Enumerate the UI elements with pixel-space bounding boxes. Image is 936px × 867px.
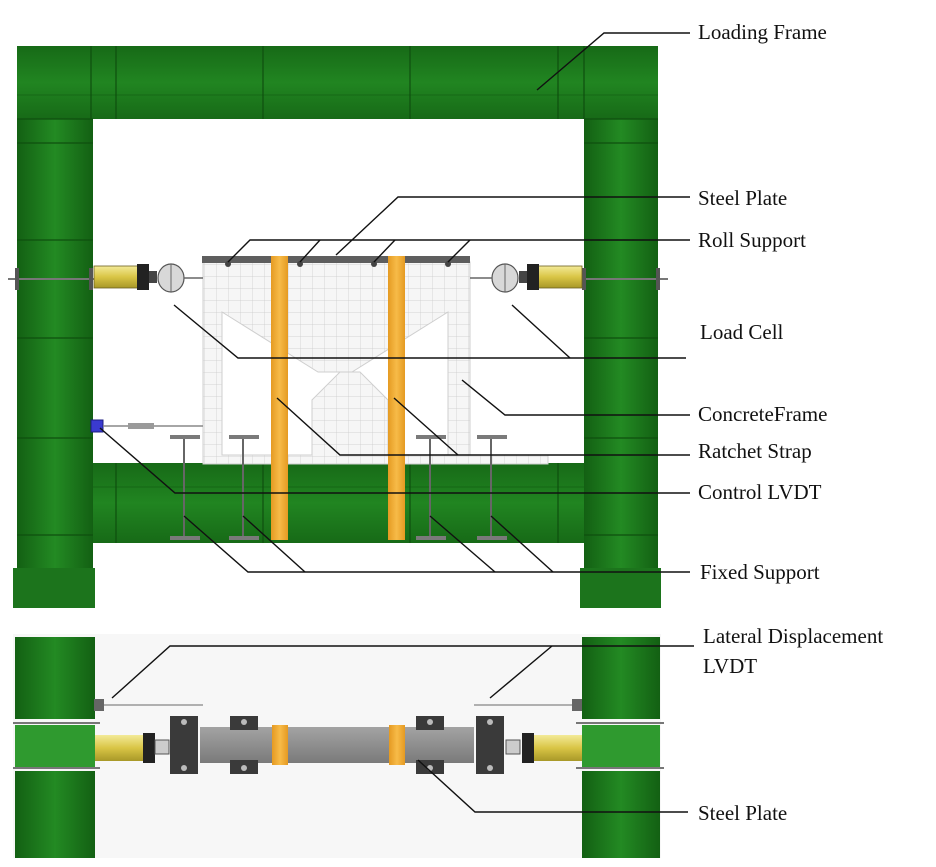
steel-plate-top: [202, 256, 470, 263]
label-steel-plate-top: Steel Plate: [698, 186, 788, 210]
lateral-lvdt-left: [94, 699, 203, 711]
plan-right-column: [576, 637, 664, 858]
load-cell-left: [157, 263, 203, 293]
label-concrete-frame: ConcreteFrame: [698, 402, 828, 426]
label-lateral-lvdt: LVDT: [703, 654, 758, 678]
plan-actuator-right: [505, 733, 582, 763]
label-fixed-support: Fixed Support: [700, 560, 820, 584]
label-lateral-displacement: Lateral Displacement: [703, 624, 884, 648]
load-cell-right: [470, 263, 519, 293]
leader-lines: [99, 32, 694, 813]
plan-left-column: [13, 637, 100, 858]
label-steel-plate-bottom: Steel Plate: [698, 801, 788, 825]
label-loading-frame: Loading Frame: [698, 20, 827, 44]
plan-steel-plate: [200, 727, 474, 763]
fixed-supports: [170, 435, 507, 540]
ratchet-strap-right: [388, 256, 405, 540]
label-load-cell: Load Cell: [700, 320, 784, 344]
plan-support-blocks: [170, 716, 504, 774]
actuator-left: [8, 264, 157, 290]
label-roll-support: Roll Support: [698, 228, 806, 252]
roll-supports: [225, 261, 451, 267]
plan-strap-right: [389, 725, 405, 765]
actuator-right: [519, 264, 668, 290]
plan-actuator-left: [95, 733, 170, 763]
control-lvdt: [90, 419, 203, 433]
lateral-lvdt-right: [474, 699, 582, 711]
ratchet-strap-left: [271, 256, 288, 540]
label-control-lvdt: Control LVDT: [698, 480, 822, 504]
label-ratchet-strap: Ratchet Strap: [698, 439, 812, 463]
plan-strap-left: [272, 725, 288, 765]
